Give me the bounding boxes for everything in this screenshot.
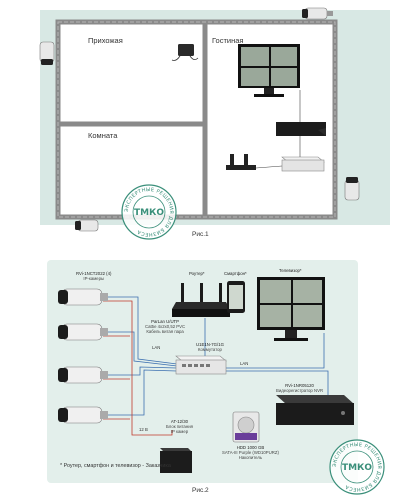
cameras-model: RVi-1NCT2022 (4) — [76, 271, 112, 276]
nvr-icon-fig2 — [276, 395, 354, 425]
psu-line-2: Блок питания — [166, 424, 193, 429]
network-diagram — [58, 277, 354, 473]
psu-line-3: IP камер — [170, 429, 189, 434]
psu-label: AT-12/30 Блок питания IP камер — [166, 419, 193, 434]
router-icon — [226, 154, 256, 170]
cable-line-1: ParLan U/UTP — [151, 319, 180, 324]
cable-label: ParLan U/UTP Cat5e 4х2х0,52 PVC Кабель в… — [145, 319, 185, 334]
lan-label-router: LAN — [152, 345, 161, 350]
camera-top-left — [39, 41, 55, 65]
fig1-caption: Рис.1 — [192, 231, 209, 238]
tv-icon-fig2 — [257, 277, 325, 341]
nvr-label: RVi-1NR05120 Видеорегистратор NVR — [276, 383, 323, 393]
hdd-label: HDD 1000 GB SATA-III Purple (WD10PURZ) Н… — [222, 445, 279, 460]
cameras-label: RVi-1NCT2022 (4) IP-камеры — [76, 271, 111, 281]
smartphone-label: Смартфон* — [224, 271, 247, 276]
stamp-brand: ТМКО — [134, 208, 164, 218]
switch-desc: Коммутатор — [198, 347, 222, 352]
figure-2: RVi-1NCT2022 (4) IP-камеры ParLan U/UTP … — [0, 255, 400, 500]
camera-bottom-right — [344, 177, 360, 201]
camera-top-right — [302, 7, 333, 20]
room-label-room: Комната — [88, 131, 118, 140]
cameras-desc: IP-камеры — [83, 276, 105, 281]
hdd-icon — [232, 411, 260, 443]
room-label-living-room: Гостиная — [212, 36, 244, 45]
psu-icon — [160, 448, 192, 473]
camera-2-icon — [58, 323, 108, 341]
router-label: Роутер* — [189, 271, 205, 276]
nvr-model: RVi-1NR05120 — [285, 383, 314, 388]
footnote: * Роутер, смартфон и телевизор - Заказчи… — [60, 463, 171, 469]
switch-label: U1E1N-7G/1G Коммутатор — [196, 342, 224, 352]
lan-label-nvr: LAN — [240, 361, 249, 366]
cable-line-3: Кабель витая пара — [146, 329, 184, 334]
camera-3-icon — [58, 366, 108, 384]
hdd-line-3: Накопитель — [238, 455, 263, 460]
hdd-line-2: SATA-III Purple (WD10PURZ) — [222, 450, 279, 455]
room-label-hallway: Прихожая — [88, 36, 123, 45]
company-stamp-fig2: ЭКСПЕРТНЫЕ РЕШЕНИЯ ДЛЯ БИЗНЕСА ТМКО — [328, 438, 386, 496]
smartphone-icon — [227, 281, 245, 313]
router-icon-fig2 — [172, 283, 230, 317]
tv-label: Телевизор* — [279, 268, 302, 273]
lan-cables — [107, 296, 329, 416]
camera-4-icon — [58, 406, 108, 424]
cable-line-2: Cat5e 4х2х0,52 PVC — [145, 324, 186, 329]
nvr-desc: Видеорегистратор NVR — [276, 388, 324, 393]
tv-icon — [238, 44, 300, 97]
company-stamp-fig1: ЭКСПЕРТНЫЕ РЕШЕНИЯ ДЛЯ БИЗНЕСА ТМКО — [120, 183, 178, 241]
power-supply-icon — [171, 44, 199, 61]
psu-model: AT-12/30 — [170, 419, 189, 424]
camera-1-icon — [58, 288, 108, 306]
camera-bottom-left — [75, 219, 99, 232]
nvr-icon — [276, 122, 326, 136]
switch-icon-fig2 — [175, 355, 227, 375]
voltage-label: 12 В — [139, 427, 148, 432]
floorplan — [39, 7, 360, 232]
figure-1: Прихожая Гостиная Комната Рис.1 — [0, 0, 400, 245]
fig2-caption: Рис.2 — [192, 487, 209, 494]
switch-model: U1E1N-7G/1G — [196, 342, 224, 347]
hdd-line-1: HDD 1000 GB — [236, 445, 265, 450]
stamp-brand-2: ТМКО — [342, 463, 372, 473]
cables-fig1 — [255, 90, 301, 169]
switch-icon — [281, 156, 325, 172]
